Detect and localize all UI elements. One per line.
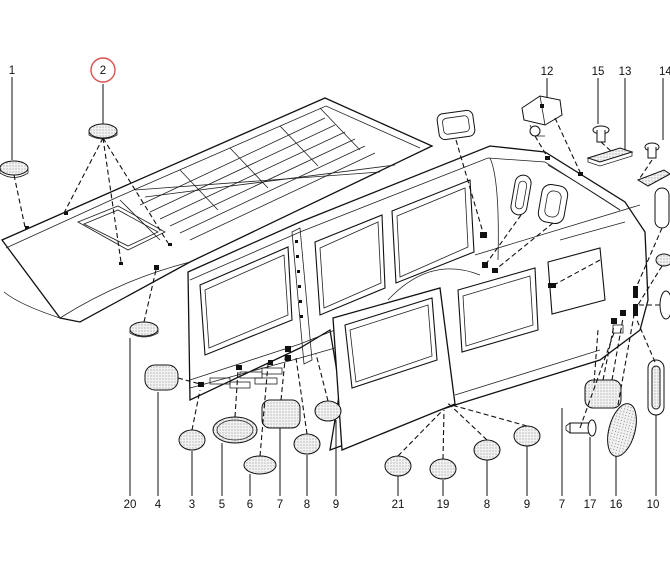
label-10: 10 xyxy=(647,499,660,511)
part-20-plug xyxy=(129,321,159,338)
part-8b-plug xyxy=(473,439,501,461)
leader-lines xyxy=(13,117,663,460)
part-3-plug xyxy=(178,429,206,451)
label-8b: 8 xyxy=(484,499,490,511)
label-4: 4 xyxy=(155,499,162,511)
part-9-plug xyxy=(314,400,342,422)
part-12-bracket xyxy=(521,95,563,137)
label-14: 14 xyxy=(659,66,670,78)
label-9: 9 xyxy=(333,499,339,511)
callout-lines xyxy=(11,77,664,496)
part-9b-plug xyxy=(513,425,541,447)
part-7-rect-plug xyxy=(261,399,301,429)
part-7b-rect-plug xyxy=(584,379,622,409)
part-10-seal xyxy=(647,359,665,416)
part-6-oval-plug xyxy=(243,455,277,475)
label-3: 3 xyxy=(189,499,195,511)
label-8: 8 xyxy=(304,499,310,511)
part-19-plug xyxy=(429,458,457,480)
label-15: 15 xyxy=(592,66,605,78)
label-12: 12 xyxy=(541,66,554,78)
part-5-oval-plug xyxy=(212,416,258,444)
part-2-plug xyxy=(88,123,118,140)
roof-panel xyxy=(0,97,434,323)
label-2: 2 xyxy=(100,65,106,77)
part-15-screw xyxy=(592,125,610,143)
part-21-plug xyxy=(384,455,412,477)
part-window-seals xyxy=(510,174,670,320)
part-16-marker-lamp xyxy=(607,403,637,457)
part-4-oval-plug xyxy=(144,364,179,391)
label-16: 16 xyxy=(610,499,623,511)
label-6: 6 xyxy=(247,499,253,511)
label-17: 17 xyxy=(584,499,597,511)
label-7: 7 xyxy=(277,499,283,511)
label-1: 1 xyxy=(9,65,15,77)
label-21: 21 xyxy=(392,499,405,511)
label-5: 5 xyxy=(219,499,225,511)
label-20: 20 xyxy=(124,499,137,511)
van-body-side xyxy=(187,145,649,451)
callout-labels: 1 2 12 15 13 14 20 4 3 5 6 7 8 9 21 19 8… xyxy=(9,65,670,511)
label-7b: 7 xyxy=(559,499,565,511)
label-9b: 9 xyxy=(524,499,530,511)
part-cover-top xyxy=(436,109,476,141)
part-13-bracket xyxy=(586,147,634,167)
part-8-plug xyxy=(293,433,321,455)
label-19: 19 xyxy=(437,499,450,511)
label-13: 13 xyxy=(619,66,632,78)
part-14-screw-plate xyxy=(636,142,670,187)
highlight-circle xyxy=(90,57,116,83)
part-17-pin xyxy=(565,419,597,437)
